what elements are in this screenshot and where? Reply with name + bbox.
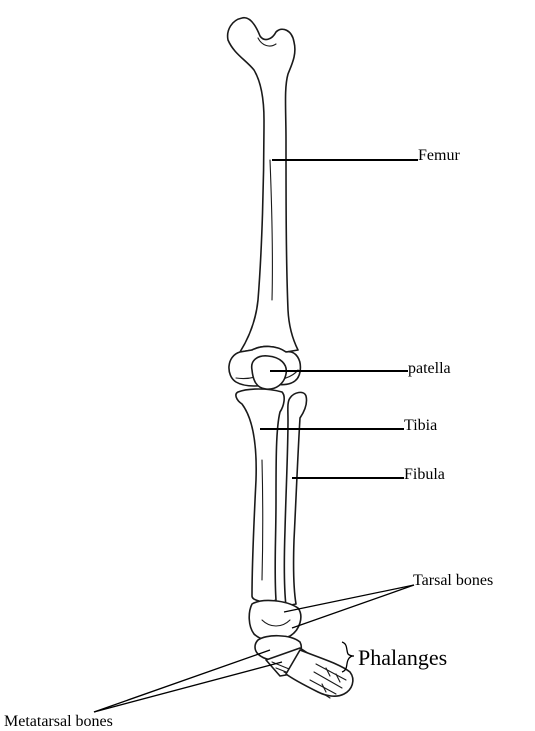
femur-bone bbox=[228, 18, 298, 352]
label-fibula: Fibula bbox=[404, 466, 445, 483]
patella-bone bbox=[252, 356, 287, 389]
metatarsal-leader-2 bbox=[94, 662, 282, 712]
label-metatarsal: Metatarsal bones bbox=[4, 713, 113, 730]
phalanges-bones bbox=[286, 650, 353, 696]
fibula-bone bbox=[284, 392, 306, 606]
label-femur: Femur bbox=[418, 147, 460, 164]
metatarsal-leader-1 bbox=[94, 650, 270, 712]
tibia-bone bbox=[236, 389, 284, 604]
label-tibia: Tibia bbox=[404, 417, 437, 434]
label-tarsal: Tarsal bones bbox=[413, 572, 493, 589]
label-phalanges: Phalanges bbox=[358, 645, 447, 670]
label-patella: patella bbox=[408, 360, 451, 377]
